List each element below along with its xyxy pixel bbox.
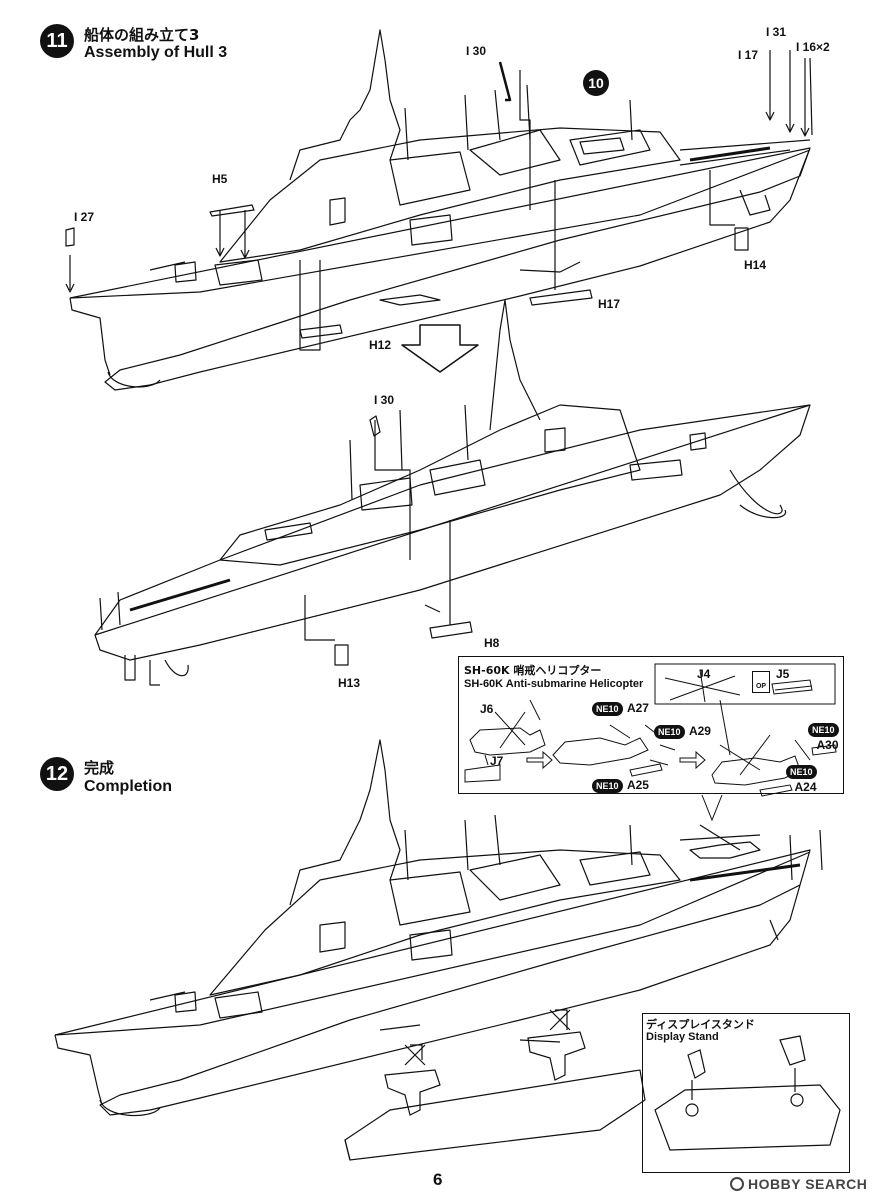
small-parts-rear-view [334, 415, 381, 666]
ne10-badge-a30: NE10 [808, 723, 839, 737]
part-label-h17: H17 [598, 297, 621, 311]
part-label-i30-rear: I 30 [374, 393, 395, 407]
part-a29-group: NE10 A29 [654, 722, 711, 740]
helicopter-line-art [464, 663, 837, 822]
ship-hull-completion [54, 739, 823, 1117]
part-label-a27: A27 [626, 701, 649, 715]
step-11-title-en: Assembly of Hull 3 [84, 44, 228, 61]
ship-hull-rear-view [94, 299, 811, 686]
step-12-badge: 12 [40, 757, 74, 791]
helicopter-title-jp: SH-60K 哨戒ヘリコプター [464, 664, 602, 677]
ne10-badge-a29: NE10 [654, 725, 685, 739]
step-12-title-en: Completion [84, 778, 172, 795]
part-label-h12: H12 [369, 338, 392, 352]
ne10-badge-a25: NE10 [592, 779, 623, 793]
step-10-callout: 10 [583, 70, 609, 96]
display-stand-line-art [344, 1009, 841, 1161]
ne10-badge-a27: NE10 [592, 702, 623, 716]
display-stand-panel [642, 1013, 850, 1173]
part-label-i30: I 30 [466, 44, 487, 58]
op-icon: OP [752, 671, 770, 693]
ship-hull-step11 [69, 29, 811, 391]
part-label-i31: I 31 [766, 25, 787, 39]
part-label-j6: J6 [480, 702, 494, 716]
step-11-title-jp: 船体の組み立て3 [84, 26, 200, 44]
part-a27-group: NE10 A27 [592, 699, 649, 717]
part-a25-group: NE10 A25 [592, 776, 649, 794]
small-parts-step11 [65, 204, 749, 339]
part-label-j7: J7 [490, 754, 504, 768]
part-label-i17: I 17 [738, 48, 759, 62]
watermark: HOBBY SEARCH [730, 1176, 867, 1192]
step-11-number: 11 [46, 29, 68, 52]
part-label-j4: J4 [697, 667, 711, 681]
part-label-a29: A29 [688, 724, 711, 738]
part-label-i27: I 27 [74, 210, 95, 224]
assembly-arrows-step11 [65, 50, 813, 351]
part-label-h5: H5 [212, 172, 228, 186]
part-label-i16: I 16×2 [796, 40, 830, 54]
ne10-badge-a24: NE10 [786, 765, 817, 779]
page-number: 6 [433, 1170, 443, 1189]
op-label: OP [755, 683, 767, 690]
display-stand-title-en: Display Stand [646, 1031, 719, 1043]
helicopter-panel [458, 656, 844, 794]
assembly-arrows-rear-view [304, 420, 451, 641]
step-11-badge: 11 [40, 24, 74, 58]
part-label-h13: H13 [338, 676, 361, 690]
part-label-a30: A30 [816, 738, 839, 752]
part-label-j5: J5 [776, 667, 790, 681]
part-label-h8: H8 [484, 636, 500, 650]
part-a30-group: NE10 A30 [808, 720, 839, 752]
step-12-title-jp: 完成 [84, 759, 115, 777]
part-a24-group: NE10 A24 [786, 762, 817, 794]
part-label-h14: H14 [744, 258, 767, 272]
helicopter-title-en: SH-60K Anti-submarine Helicopter [464, 678, 644, 690]
watermark-text: HOBBY SEARCH [748, 1176, 868, 1192]
part-label-a24: A24 [794, 780, 817, 794]
display-stand-title-jp: ディスプレイスタンド [646, 1016, 755, 1032]
step-10-callout-number: 10 [588, 75, 604, 91]
step-12-number: 12 [45, 762, 69, 785]
part-label-a25: A25 [626, 778, 649, 792]
big-arrow [401, 324, 479, 373]
watermark-logo-icon [730, 1177, 744, 1191]
